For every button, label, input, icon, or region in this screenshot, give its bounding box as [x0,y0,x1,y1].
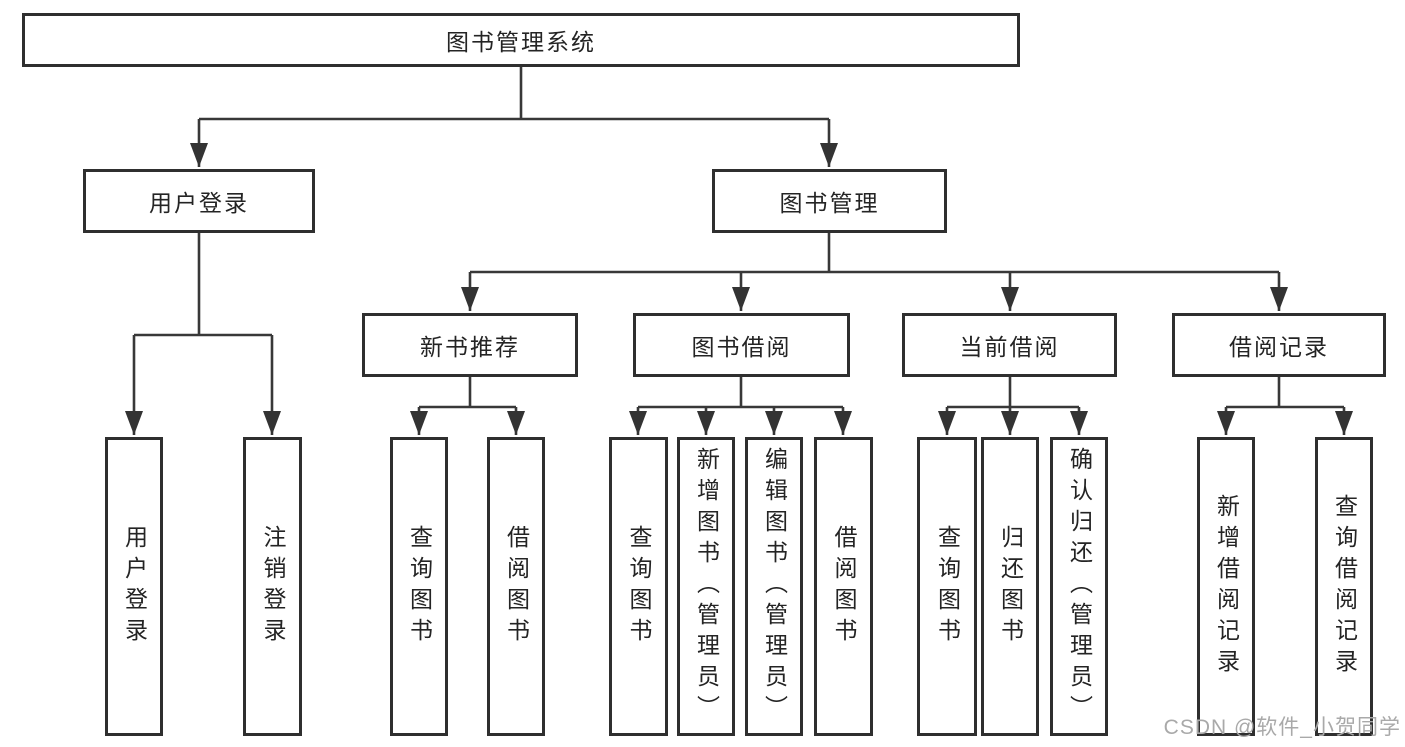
node-user-login: 用户登录 [83,169,315,233]
leaf-current-query-books: 查询图书 [917,437,977,736]
leaf-records-add-record: 新增借阅记录 [1197,437,1255,736]
leaf-current-confirm-return-admin: 确认归还（管理员） [1050,437,1108,736]
node-book-management: 图书管理 [712,169,947,233]
leaf-logout: 注销登录 [243,437,302,736]
leaf-borrowing-add-books-admin: 新增图书（管理员） [677,437,735,736]
node-borrowing-records: 借阅记录 [1172,313,1386,377]
node-library-system: 图书管理系统 [22,13,1020,67]
node-new-book-recommend: 新书推荐 [362,313,578,377]
leaf-user-login: 用户登录 [105,437,163,736]
leaf-records-query-record: 查询借阅记录 [1315,437,1373,736]
leaf-recommend-query-books: 查询图书 [390,437,448,736]
watermark: CSDN @软件_小贺同学 [1163,716,1401,739]
node-current-borrowing: 当前借阅 [902,313,1117,377]
node-book-borrowing: 图书借阅 [633,313,850,377]
leaf-borrowing-edit-books-admin: 编辑图书（管理员） [745,437,803,736]
leaf-borrowing-query-books: 查询图书 [609,437,668,736]
leaf-recommend-borrow-books: 借阅图书 [487,437,545,736]
leaf-borrowing-borrow-books: 借阅图书 [814,437,873,736]
leaf-current-return-books: 归还图书 [981,437,1039,736]
